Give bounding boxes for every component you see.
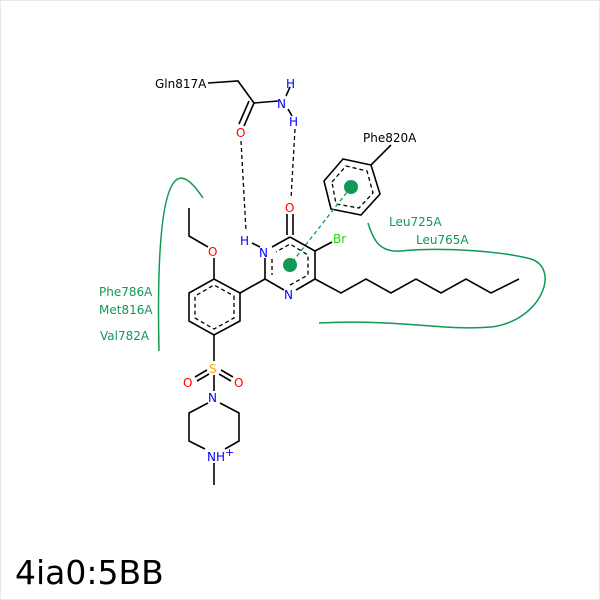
phenyl-ring [188, 208, 266, 391]
residue-label-phe820: Phe820A [363, 131, 417, 145]
pi-stacking-line [289, 186, 352, 266]
residue-label-leu765: Leu765A [416, 233, 469, 247]
atom-n3: N [259, 246, 268, 260]
atom-o-sulfonyl-1: O [183, 376, 192, 390]
hydrophobic-contour-left [157, 177, 204, 352]
ring-centroid-phe820 [344, 180, 358, 194]
phe820-ring [323, 144, 392, 216]
diagram-title: 4ia0:5BB [15, 553, 164, 592]
residue-label-met816: Met816A [99, 303, 153, 317]
atom-h-n3: H [240, 234, 249, 248]
atom-n-gln: N [277, 97, 286, 111]
atom-br: Br [333, 232, 346, 246]
residue-label-gln817: Gln817A [155, 77, 207, 91]
atom-h-gln-1: H [286, 77, 295, 91]
residue-label-val782: Val782A [100, 329, 150, 343]
ring-centroid-ligand [283, 258, 297, 272]
atom-n-piperazine: N [208, 391, 217, 405]
residue-label-leu725: Leu725A [389, 215, 442, 229]
hydrophobic-contour-right [318, 222, 546, 329]
atom-o-sulfonyl-2: O [234, 376, 243, 390]
atom-nh-plus: NH+ [207, 446, 234, 464]
gln817-sidechain [207, 80, 293, 127]
atom-n1: N [284, 288, 293, 302]
atom-o-gln: O [236, 126, 245, 140]
atom-o-ether: O [208, 245, 217, 259]
piperazine-ring [188, 402, 240, 485]
atom-o-carbonyl: O [285, 201, 294, 215]
atom-s: S [209, 362, 217, 376]
hbond-2 [290, 128, 296, 200]
pyrimidinone-ring [251, 214, 520, 294]
hbond-1 [240, 140, 247, 232]
residue-label-phe786: Phe786A [99, 285, 153, 299]
atom-h-gln-2: H [289, 115, 298, 129]
